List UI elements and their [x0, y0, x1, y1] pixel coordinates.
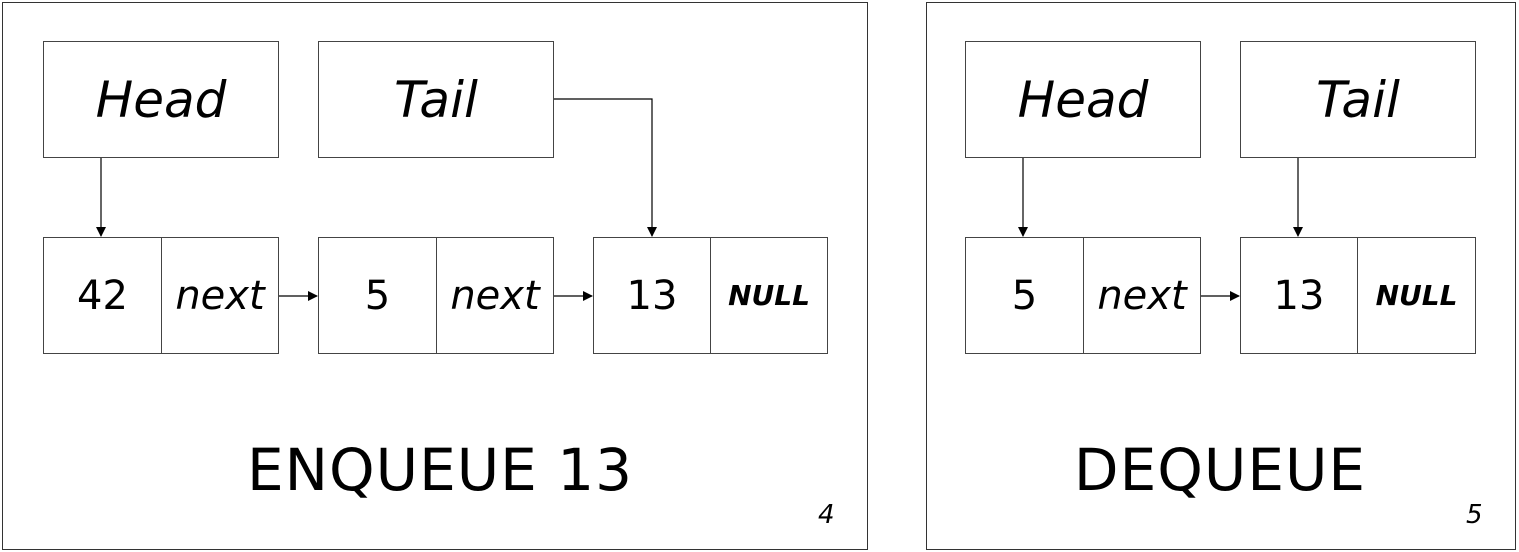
node-next-label: next — [175, 272, 265, 319]
head-pointer-box: Head — [965, 41, 1201, 158]
node-next-cell: next — [1083, 237, 1201, 354]
head-label: Head — [1017, 70, 1149, 129]
node-value: 42 — [77, 272, 128, 319]
head-label: Head — [95, 70, 227, 129]
node-next-label: next — [450, 272, 540, 319]
page-number: 5 — [1466, 500, 1483, 530]
node-next-cell: next — [436, 237, 554, 354]
node-value: 5 — [1011, 272, 1038, 319]
node-value-cell: 5 — [965, 237, 1084, 354]
node-value-cell: 42 — [43, 237, 162, 354]
slide-caption: DEQUEUE — [1073, 436, 1367, 504]
node-value-cell: 13 — [1240, 237, 1358, 354]
node-null-cell: NULL — [710, 237, 828, 354]
tail-pointer-box: Tail — [1240, 41, 1476, 158]
tail-label: Tail — [394, 70, 478, 129]
tail-label: Tail — [1316, 70, 1400, 129]
slide-caption: ENQUEUE 13 — [246, 436, 634, 504]
node-null-label: NULL — [728, 279, 810, 312]
node-value-cell: 5 — [318, 237, 437, 354]
page-number: 4 — [818, 500, 835, 530]
node-value: 13 — [626, 272, 678, 319]
node-null-label: NULL — [1375, 279, 1458, 312]
head-pointer-box: Head — [43, 41, 279, 158]
node-null-cell: NULL — [1357, 237, 1476, 354]
node-next-label: next — [1097, 272, 1187, 319]
node-value-cell: 13 — [593, 237, 711, 354]
tail-pointer-box: Tail — [318, 41, 554, 158]
node-value: 13 — [1273, 272, 1325, 319]
node-next-cell: next — [161, 237, 279, 354]
node-value: 5 — [364, 272, 391, 319]
